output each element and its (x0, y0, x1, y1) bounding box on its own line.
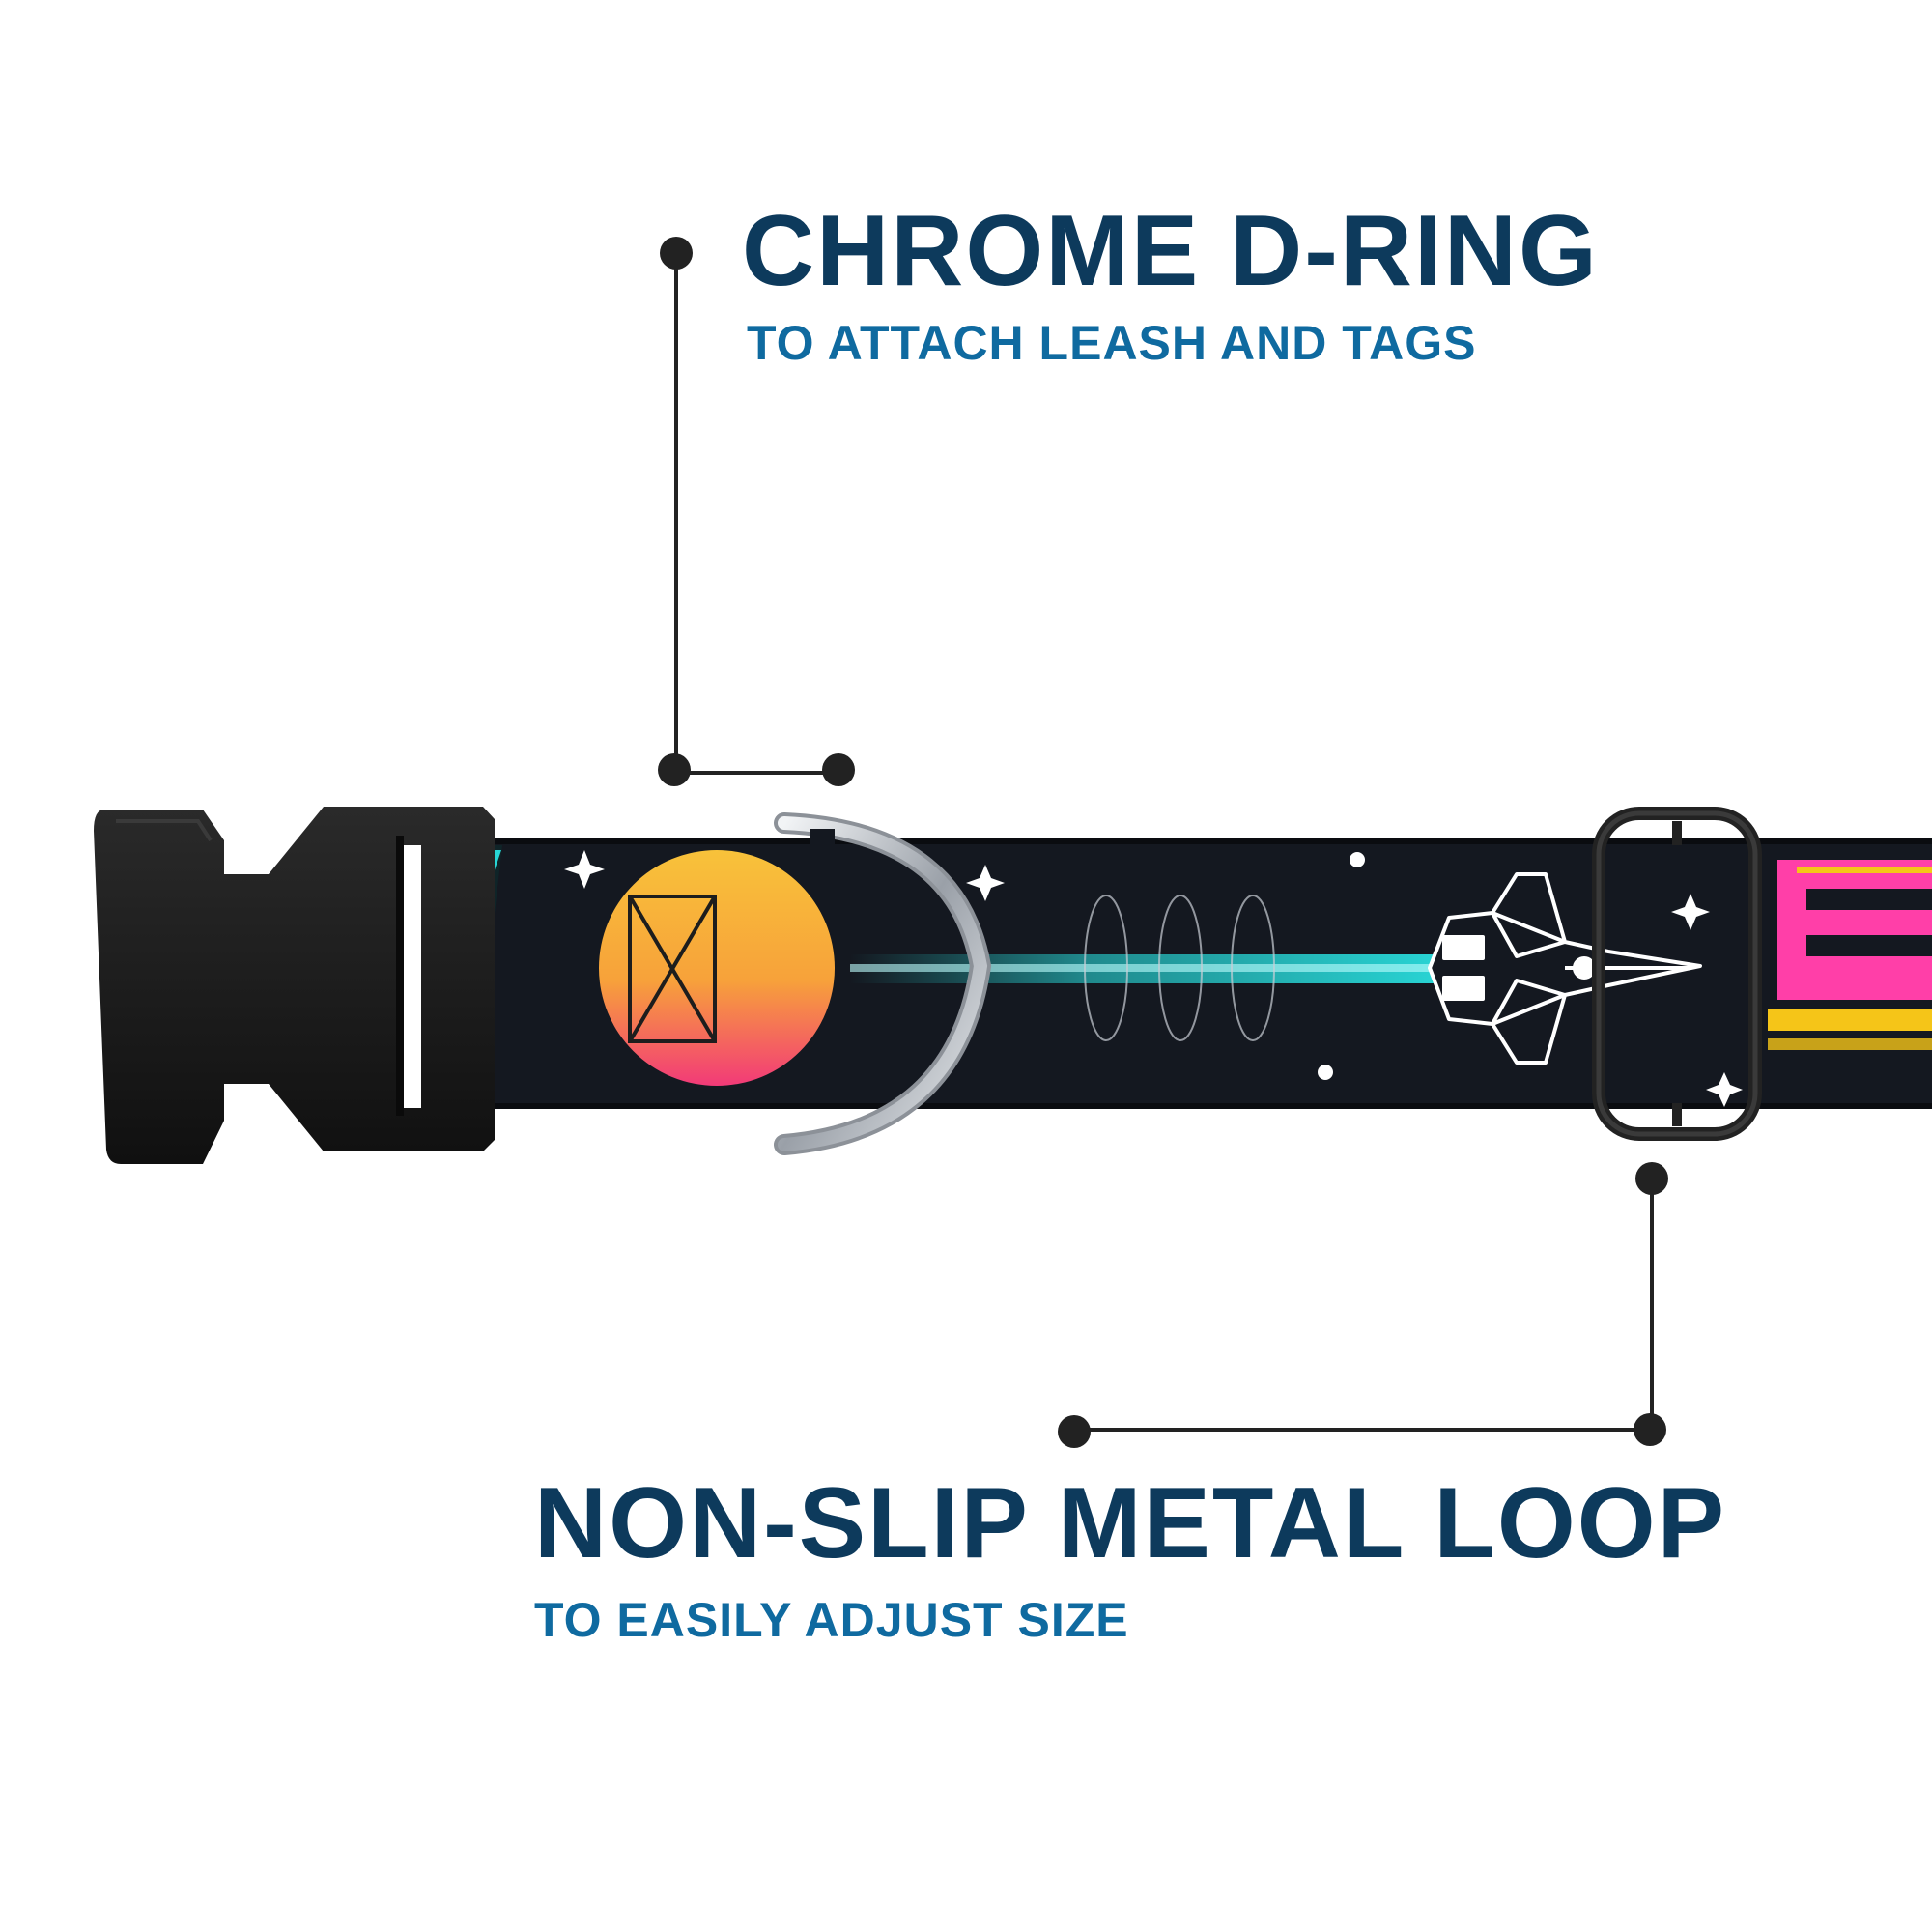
d-ring-callout-leader (658, 237, 855, 786)
buckle (94, 807, 495, 1164)
d-ring-feature-title: CHROME D-RING (742, 195, 1599, 307)
loop-callout-leader (1058, 1162, 1668, 1448)
non-slip-metal-loop (1592, 807, 1762, 1141)
spaceship-graphic (1428, 872, 1702, 1065)
neon-glyph-pattern (1768, 860, 1932, 1050)
speed-beam (850, 895, 1449, 1041)
star-decorations (564, 850, 1743, 1107)
sunset-sun-graphic (599, 850, 835, 1086)
loop-feature-subtitle: TO EASILY ADJUST SIZE (534, 1593, 1129, 1647)
loop-feature-title: NON-SLIP METAL LOOP (534, 1467, 1727, 1579)
d-ring-feature-subtitle: TO ATTACH LEASH AND TAGS (747, 316, 1477, 370)
chrome-d-ring (774, 812, 992, 1155)
